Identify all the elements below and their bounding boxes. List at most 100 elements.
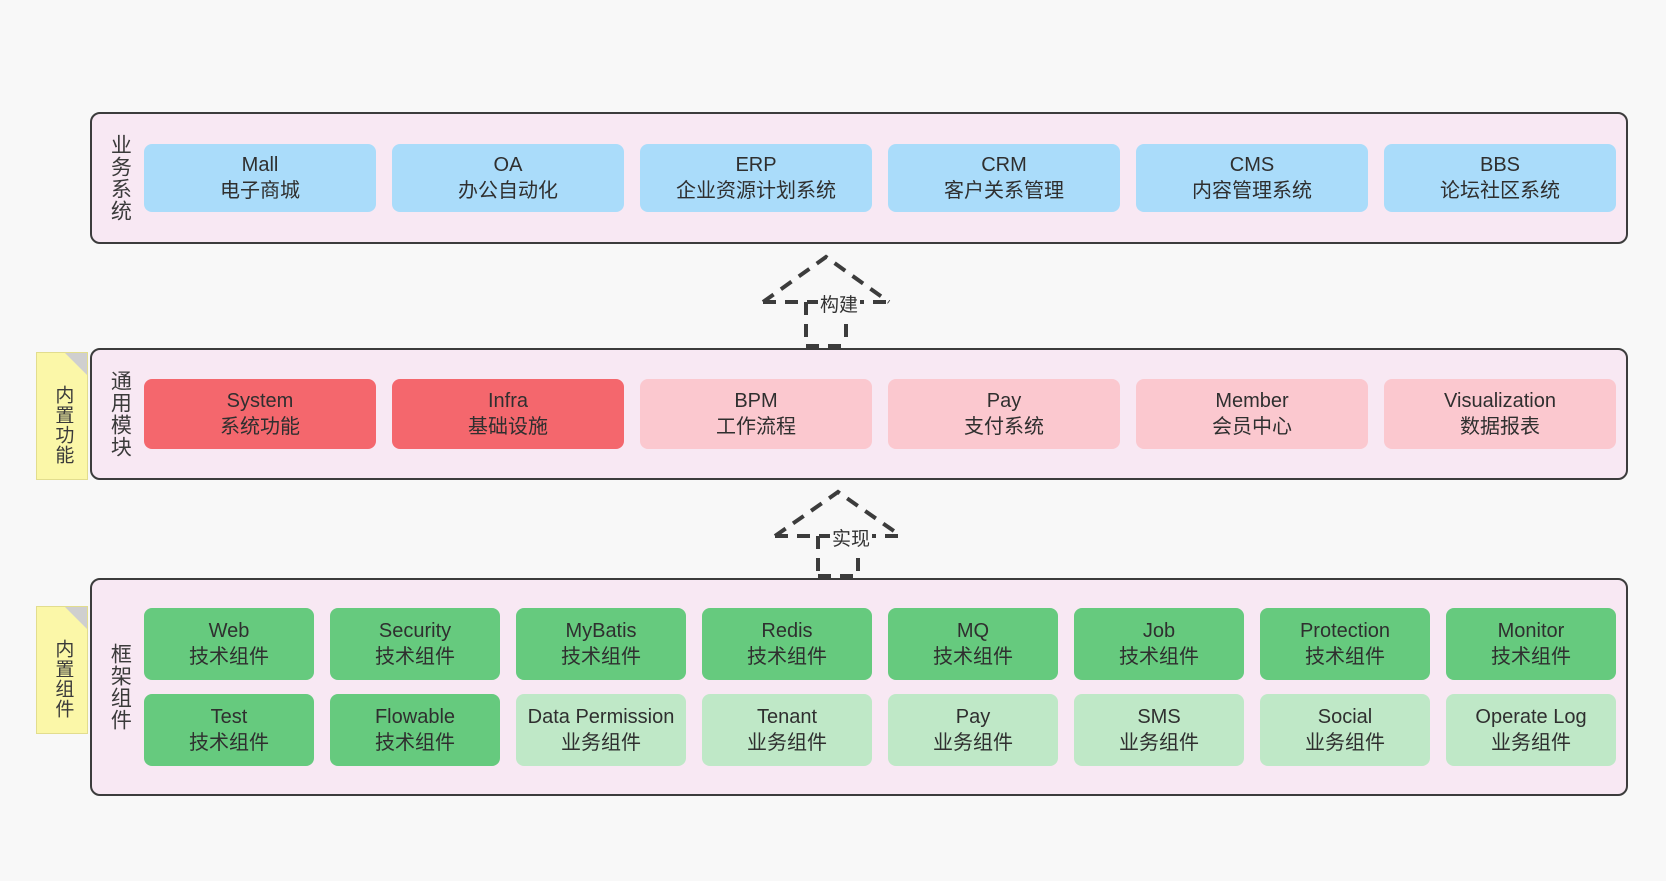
card-title-cn: 办公自动化 [458,180,558,202]
card-title-en: Test [210,705,248,728]
note-builtin-functions: 内置功能 [36,352,88,480]
layer-framework-components: 框架组件 Web 技术组件 Security 技术组件 MyBatis 技术组件… [90,578,1628,796]
layer-common-modules: 通用模块 System 系统功能 Infra 基础设施 BPM 工作流程 Pay… [90,348,1628,480]
card-title-cn: 技术组件 [1491,646,1571,668]
card-title-cn: 业务组件 [1305,732,1385,754]
card-title-en: Infra [487,389,529,412]
card-oa[interactable]: OA 办公自动化 [392,144,624,212]
card-title-cn: 数据报表 [1460,416,1540,438]
card-visualization[interactable]: Visualization 数据报表 [1384,379,1616,449]
card-bbs[interactable]: BBS 论坛社区系统 [1384,144,1616,212]
card-title-cn: 技术组件 [189,646,269,668]
card-job[interactable]: Job 技术组件 [1074,608,1244,680]
note-label: 内置组件 [52,639,74,719]
note-fold-icon [65,607,87,629]
card-social[interactable]: Social 业务组件 [1260,694,1430,766]
arrow-build: 构建 [758,252,938,348]
card-title-en: BPM [734,389,778,412]
arrow-implement: 实现 [770,488,950,578]
card-title-cn: 技术组件 [747,646,827,668]
card-title-en: Operate Log [1475,705,1587,728]
card-sms[interactable]: SMS 业务组件 [1074,694,1244,766]
card-title-cn: 业务组件 [747,732,827,754]
card-title-cn: 技术组件 [189,732,269,754]
card-title-en: Monitor [1497,619,1565,642]
card-title-cn: 企业资源计划系统 [676,180,836,202]
card-security[interactable]: Security 技术组件 [330,608,500,680]
card-protection[interactable]: Protection 技术组件 [1260,608,1430,680]
card-infra[interactable]: Infra 基础设施 [392,379,624,449]
card-title-cn: 技术组件 [933,646,1013,668]
card-tenant[interactable]: Tenant 业务组件 [702,694,872,766]
card-title-cn: 业务组件 [561,732,641,754]
module-card-row: System 系统功能 Infra 基础设施 BPM 工作流程 Pay 支付系统… [144,379,1616,449]
layer-body-business: Mall 电子商城 OA 办公自动化 ERP 企业资源计划系统 CRM 客户关系… [136,122,1616,234]
card-title-en: Tenant [756,705,818,728]
card-title-cn: 客户关系管理 [944,180,1064,202]
arrow-build-label: 构建 [818,290,861,317]
card-title-en: Social [1317,705,1373,728]
card-title-en: Protection [1299,619,1391,642]
card-erp[interactable]: ERP 企业资源计划系统 [640,144,872,212]
card-title-en: BBS [1479,153,1521,176]
card-title-en: Data Permission [527,705,675,728]
card-test[interactable]: Test 技术组件 [144,694,314,766]
card-web[interactable]: Web 技术组件 [144,608,314,680]
card-title-cn: 会员中心 [1212,416,1292,438]
card-crm[interactable]: CRM 客户关系管理 [888,144,1120,212]
card-title-en: Pay [955,705,991,728]
card-title-cn: 技术组件 [375,732,455,754]
note-label: 内置功能 [52,385,74,465]
card-mybatis[interactable]: MyBatis 技术组件 [516,608,686,680]
arrow-implement-label: 实现 [830,524,873,551]
card-title-en: SMS [1137,705,1181,728]
card-flowable[interactable]: Flowable 技术组件 [330,694,500,766]
layer-business-systems: 业务系统 Mall 电子商城 OA 办公自动化 ERP 企业资源计划系统 CRM… [90,112,1628,244]
layer-title-framework: 框架组件 [108,643,132,731]
card-member[interactable]: Member 会员中心 [1136,379,1368,449]
layer-title-modules: 通用模块 [108,370,132,458]
card-title-en: OA [493,153,523,176]
layer-body-framework: Web 技术组件 Security 技术组件 MyBatis 技术组件 Redi… [136,588,1616,786]
card-pay-component[interactable]: Pay 业务组件 [888,694,1058,766]
card-title-cn: 论坛社区系统 [1440,180,1560,202]
card-title-cn: 业务组件 [933,732,1013,754]
card-redis[interactable]: Redis 技术组件 [702,608,872,680]
card-title-en: Redis [761,619,813,642]
card-mall[interactable]: Mall 电子商城 [144,144,376,212]
card-title-en: Job [1142,619,1176,642]
card-bpm[interactable]: BPM 工作流程 [640,379,872,449]
card-data-permission[interactable]: Data Permission 业务组件 [516,694,686,766]
business-card-row: Mall 电子商城 OA 办公自动化 ERP 企业资源计划系统 CRM 客户关系… [144,144,1616,212]
card-title-cn: 业务组件 [1491,732,1571,754]
card-title-cn: 支付系统 [964,416,1044,438]
card-monitor[interactable]: Monitor 技术组件 [1446,608,1616,680]
card-mq[interactable]: MQ 技术组件 [888,608,1058,680]
card-system[interactable]: System 系统功能 [144,379,376,449]
card-title-cn: 技术组件 [1305,646,1385,668]
card-title-cn: 技术组件 [1119,646,1199,668]
card-title-en: CRM [981,153,1027,176]
card-title-en: Member [1215,389,1289,412]
framework-biz-row: Test 技术组件 Flowable 技术组件 Data Permission … [144,694,1616,766]
card-title-en: MQ [956,619,990,642]
card-title-en: CMS [1229,153,1275,176]
card-title-en: MyBatis [565,619,637,642]
card-title-cn: 业务组件 [1119,732,1199,754]
card-cms[interactable]: CMS 内容管理系统 [1136,144,1368,212]
layer-body-modules: System 系统功能 Infra 基础设施 BPM 工作流程 Pay 支付系统… [136,358,1616,470]
card-title-en: Visualization [1444,389,1556,412]
card-pay[interactable]: Pay 支付系统 [888,379,1120,449]
card-title-en: ERP [735,153,777,176]
card-title-cn: 工作流程 [716,416,796,438]
card-title-cn: 技术组件 [375,646,455,668]
card-title-en: Web [208,619,250,642]
card-operate-log[interactable]: Operate Log 业务组件 [1446,694,1616,766]
card-title-cn: 内容管理系统 [1192,180,1312,202]
note-builtin-components: 内置组件 [36,606,88,734]
card-title-cn: 技术组件 [561,646,641,668]
layer-title-business: 业务系统 [108,134,132,222]
card-title-en: System [226,389,294,412]
card-title-cn: 基础设施 [468,416,548,438]
